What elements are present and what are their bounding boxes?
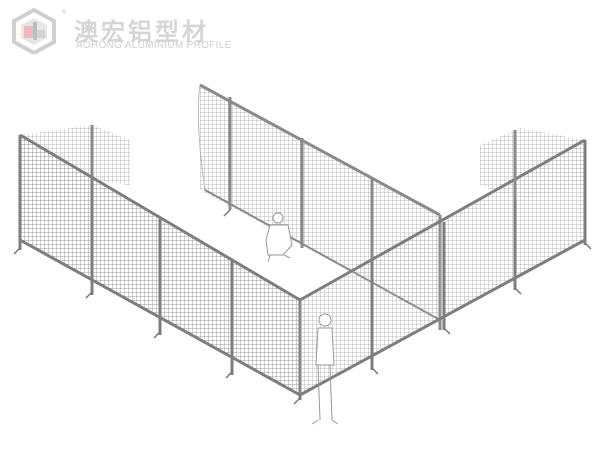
brand-subtitle: AOHONG ALUMINIUM PROFILE: [76, 40, 232, 51]
front-right-fence: [299, 128, 587, 397]
brand-logo: ® 澳宏铝型材 AOHONG ALUMINIUM PROFILE: [10, 8, 240, 54]
crouching-worker: [265, 212, 293, 263]
standing-worker: [311, 313, 339, 425]
brand-title: 澳宏铝型材: [74, 18, 209, 46]
front-left-fence: [18, 133, 302, 400]
fence-feet: [13, 209, 592, 405]
registered-mark: ®: [62, 10, 67, 16]
hexagon-logo-icon: [12, 8, 56, 54]
